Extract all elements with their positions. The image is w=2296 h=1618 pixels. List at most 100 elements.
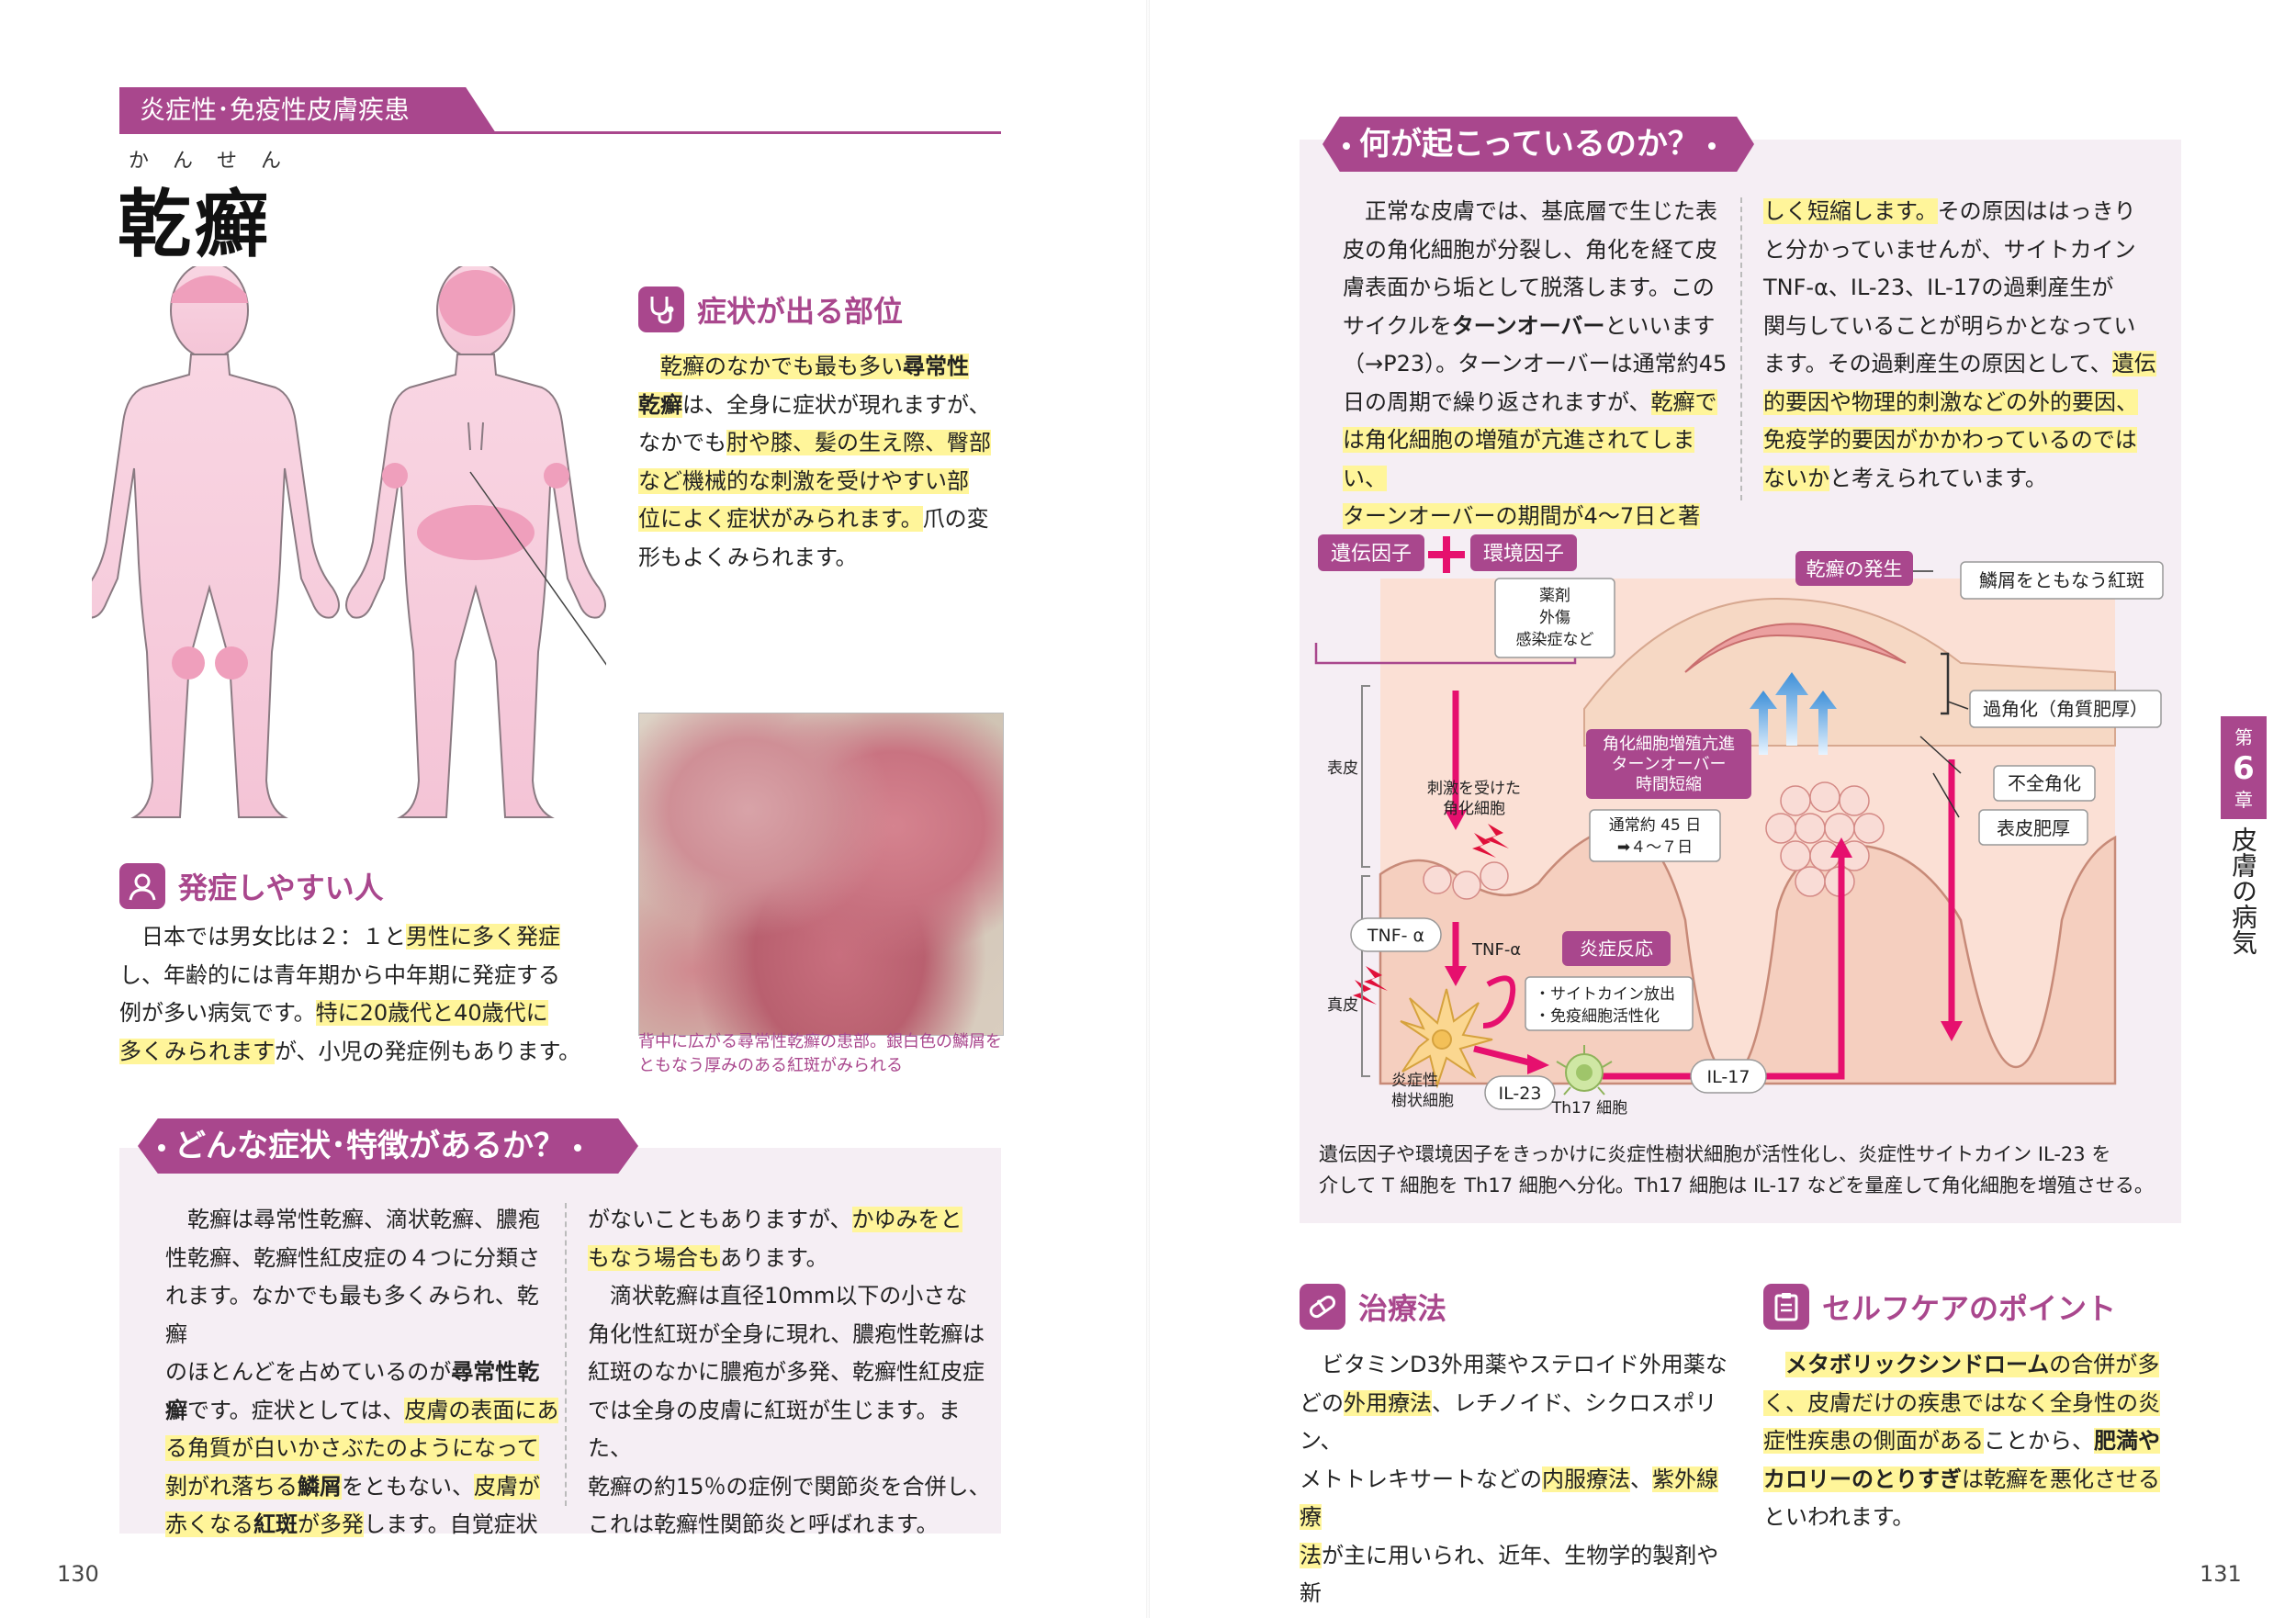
body-distribution-figure [92, 266, 606, 818]
text-run: TNF-α、IL-23、IL-17の過剰産生が [1763, 275, 2114, 300]
text-run: もなう場合も [588, 1244, 720, 1271]
text-line: がないこともありますが、かゆみをと [588, 1201, 992, 1240]
text-run: 鱗屑 [298, 1473, 342, 1500]
text-line: 皮の角化細胞が分裂し、角化を経て皮 [1343, 231, 1738, 270]
text-run: は、全身に症状が現れますが、 [682, 391, 991, 418]
prone-text: 日本では男女比は２：１と男性に多く発症し、年齢的には青年期から中年期に発症する例… [119, 918, 597, 1071]
text-run: の合併が多 [2049, 1352, 2160, 1377]
irritation-lightning-icon [1353, 824, 1509, 1005]
text-run: し、年齢的には青年期から中年期に発症する [119, 961, 560, 988]
text-line: る角質が白いかさぶたのようになって [165, 1430, 560, 1468]
text-run: メトトレキサートなどの [1300, 1466, 1542, 1492]
text-line: メタボリックシンドロームの合併が多 [1763, 1346, 2186, 1385]
label-proliferation-3: 時間短縮 [1636, 775, 1702, 794]
text-run: 特に20歳代と40歳代に [315, 1000, 548, 1026]
text-run: どの [1300, 1389, 1344, 1416]
text-line: 免疫学的要因がかかわっているのでは [1763, 421, 2167, 460]
tnf-loop-arrow [1482, 975, 1516, 1028]
text-run: れます。なかでも最も多くみられ、乾癬 [165, 1283, 539, 1347]
text-run: といわれます。 [1763, 1504, 1915, 1530]
text-run: 男性に多く発症 [406, 924, 560, 949]
text-line: 日本では男女比は２：１と男性に多く発症 [119, 918, 597, 957]
prone-title: 発症しやすい人 [178, 871, 384, 905]
text-line: 膚表面から垢として脱落します。この [1343, 269, 1738, 308]
text-run: かゆみをと [851, 1207, 962, 1232]
text-run: 日本では男女比は２：１と [119, 924, 406, 949]
back-scalp-lesion [439, 270, 512, 336]
text-line: れます。なかでも最も多くみられ、乾癬 [165, 1277, 560, 1354]
front-scalp-lesion [171, 275, 248, 303]
label-scaly-erythema: 鱗屑をともなう紅斑 [1979, 569, 2144, 591]
text-run: ことから、 [1984, 1428, 2094, 1454]
text-line: 癬です。症状としては、皮膚の表面にあ [165, 1392, 560, 1431]
text-line: メトトレキサートなどの内服療法、紫外線療 [1300, 1461, 1731, 1537]
text-line: 紅斑のなかに膿疱が多発、乾癬性紅皮症 [588, 1354, 992, 1392]
text-line: カロリーのとりすぎは乾癬を悪化させる [1763, 1461, 2186, 1500]
text-run: 関与していることが明らかとなってい [1763, 312, 2136, 339]
plus-icon [1428, 536, 1465, 573]
symptom-site-title: 症状が出る部位 [697, 294, 904, 329]
label-inflammation-item-1: ・サイトカイン放出 [1535, 985, 1675, 1004]
features-col2: がないこともありますが、かゆみをともなう場合もあります。 滴状乾癬は直径10mm… [588, 1201, 992, 1545]
label-stimulated-1: 刺激を受けた [1427, 780, 1521, 798]
text-run: 形もよくみられます。 [638, 544, 858, 570]
text-run: 法 [1300, 1542, 1322, 1568]
text-run: では全身の皮膚に紅斑が生じます。また、 [588, 1397, 961, 1462]
text-line: など機械的な刺激を受けやすい部 [638, 463, 1015, 501]
text-run: なかでも [638, 430, 726, 455]
back-elbow-lesion-left [382, 463, 408, 489]
text-run: 免疫学的要因がかかわっているのでは [1763, 427, 2137, 453]
text-run: 正常な皮膚では、基底層で生じた表 [1343, 198, 1717, 224]
label-tnf-alpha: TNF- α [1367, 926, 1424, 946]
label-proliferation-2: ターンオーバー [1612, 755, 1727, 774]
features-divider [565, 1203, 567, 1506]
label-proliferation-1: 角化細胞増殖亢進 [1603, 734, 1735, 754]
text-run: など機械的な刺激を受けやすい部 [638, 467, 969, 494]
text-run: と考えられています。 [1829, 465, 2047, 491]
text-run: 乾癬の約15％の症例で関節炎を合併し、 [588, 1473, 991, 1500]
treatment-text: ビタミンD3外用薬やステロイド外用薬などの外用療法、レチノイド、シクロスポリン、… [1300, 1346, 1731, 1618]
what-heading: 何が起こっているのか？ [1322, 117, 1754, 172]
text-run: 紅斑 [253, 1511, 298, 1537]
label-environmental: 環境因子 [1483, 543, 1564, 566]
text-run: 、 [1630, 1466, 1652, 1492]
mechanism-diagram: 遺伝因子 環境因子 薬剤 外傷 感染症など 乾癬の発生 鱗屑をともなう紅斑 過角… [1314, 534, 2164, 1118]
page-number-left: 130 [57, 1561, 99, 1587]
text-line: 角化性紅斑が全身に現れ、膿疱性乾癬は [588, 1316, 992, 1354]
scaly-erythema-plaque [1684, 623, 1907, 673]
text-run: 皮膚が [474, 1473, 540, 1500]
env-example-3: 感染症など [1516, 631, 1594, 649]
leader-line-keratosis [1919, 701, 1969, 818]
text-run: 症性疾患の側面がある [1763, 1428, 1984, 1454]
category-rule [119, 131, 1001, 134]
what-col1: 正常な皮膚では、基底層で生じた表皮の角化細胞が分裂し、角化を経て皮膚表面から垢と… [1343, 193, 1738, 536]
text-run: ビタミンD3外用薬やステロイド外用薬な [1300, 1352, 1728, 1377]
front-knee-lesion-left [172, 646, 205, 680]
text-line: 多くみられますが、小児の発症例もあります。 [119, 1033, 597, 1072]
person-icon [119, 863, 165, 909]
text-run: します。自覚症状 [364, 1511, 538, 1537]
text-run: 角化性紅斑が全身に現れ、膿疱性乾癬は [588, 1320, 985, 1347]
text-run: あります。 [720, 1244, 828, 1271]
text-run: ターンオーバーの期間が4～7日と著 [1343, 503, 1701, 529]
text-line: 乾癬は、全身に症状が現れますが、 [638, 387, 1015, 425]
prone-heading: 発症しやすい人 [119, 863, 384, 909]
category-banner: 炎症性･免疫性皮膚疾患 [119, 87, 496, 133]
text-line: は角化細胞の増殖が亢進されてしまい、 [1343, 421, 1738, 498]
text-run: 遺伝 [2111, 351, 2156, 376]
text-run: その原因ははっきり [1937, 198, 2136, 224]
text-run: がないこともありますが、 [588, 1207, 852, 1232]
text-line: 例が多い病気です。特に20歳代と40歳代に [119, 994, 597, 1033]
text-line: 的要因や物理的刺激などの外的要因、 [1763, 384, 2167, 422]
text-run: が主に用いられ、近年、生物学的製剤や新 [1300, 1542, 1719, 1607]
text-run: 赤くなる [165, 1511, 253, 1537]
label-inflammation: 炎症反応 [1580, 938, 1653, 960]
stethoscope-icon [638, 287, 684, 332]
chapter-tab: 第 6 章 [2221, 716, 2267, 819]
text-line: ターンオーバーの期間が4～7日と著 [1343, 498, 1738, 536]
selfcare-text: メタボリックシンドロームの合併が多く、皮膚だけの疾患ではなく全身性の炎症性疾患の… [1763, 1346, 2186, 1537]
selfcare-title: セルフケアのポイント [1822, 1291, 2117, 1326]
text-line: ビタミンD3外用薬やステロイド外用薬な [1300, 1346, 1731, 1385]
text-run: く、皮膚だけの疾患ではなく全身性の炎 [1763, 1389, 2160, 1416]
